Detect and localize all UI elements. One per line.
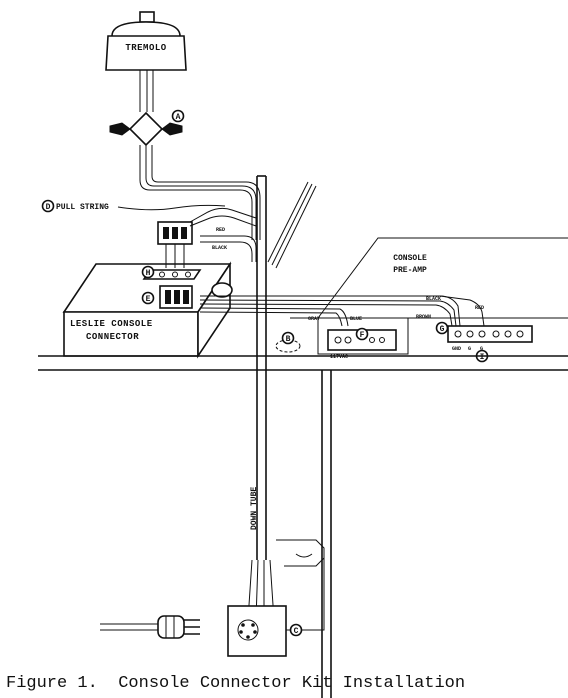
wire-label-black-top: BLACK	[212, 245, 227, 251]
pull-string-label: PULL STRING	[56, 203, 109, 212]
terminal-label-gnd: GND	[452, 346, 461, 352]
wire-label-gray: GRAY	[308, 316, 320, 322]
terminal-label-g2: G	[480, 346, 483, 352]
terminal-label-g1: G	[468, 346, 471, 352]
tremolo-cable	[139, 70, 154, 112]
console-preamp: CONSOLE PRE-AMP	[290, 237, 568, 355]
terminal-block-f: F 117VAC	[327, 327, 397, 360]
callout-c: C	[294, 627, 299, 636]
wire-label-red-right: RED	[475, 305, 484, 311]
hole-b: B	[275, 331, 301, 353]
down-tube-label: DOWN TUBE	[250, 487, 259, 530]
leslie-label-line2: CONNECTOR	[86, 332, 139, 342]
wire-label-red-top: RED	[216, 227, 225, 233]
cable-plug	[157, 207, 257, 245]
terminal-strip-h: H	[141, 265, 202, 280]
support-leg	[321, 370, 332, 698]
preamp-label-line1: CONSOLE	[393, 254, 427, 263]
down-tube	[256, 272, 267, 560]
callout-f: F	[360, 331, 365, 340]
tremolo-unit: TREMOLO	[105, 11, 187, 71]
console-shelf	[38, 355, 568, 371]
loose-plug	[100, 615, 200, 639]
callout-i: I	[480, 353, 485, 362]
wire-label-blue: BLUE	[350, 316, 362, 322]
bottom-bracket: C	[227, 539, 325, 657]
tremolo-label: TREMOLO	[125, 43, 166, 53]
junction-a: A	[109, 109, 185, 147]
vac-label: 117VAC	[330, 354, 348, 360]
figure-caption: Figure 1. Console Connector Kit Installa…	[6, 674, 465, 693]
callout-a: A	[176, 113, 181, 122]
callout-h: H	[146, 269, 151, 278]
preamp-label-line2: PRE-AMP	[393, 266, 427, 275]
box-grommet	[211, 282, 233, 298]
wire-label-brown: BROWN	[416, 314, 431, 320]
leslie-label-line1: LESLIE CONSOLE	[70, 319, 153, 329]
wire-label-black-right: BLACK	[426, 296, 441, 302]
callout-b: B	[286, 335, 291, 344]
pull-string: D PULL STRING	[41, 199, 226, 213]
socket-e: E	[141, 285, 193, 309]
callout-g: G	[440, 325, 445, 334]
terminal-strip-g: G GND G G I	[435, 321, 533, 363]
tube-top	[256, 176, 267, 272]
callout-e: E	[146, 295, 151, 304]
callout-d: D	[46, 203, 51, 212]
